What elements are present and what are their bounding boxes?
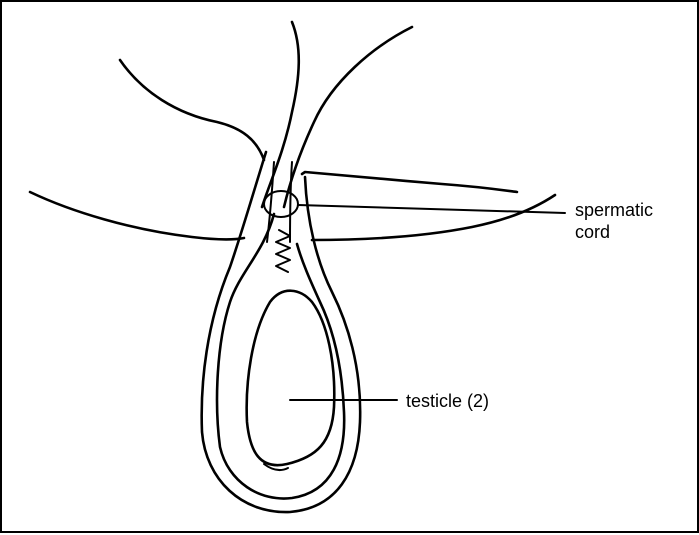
spermatic-cord-marker-circle [264, 191, 298, 217]
upper-left-body-contour [120, 60, 264, 160]
spermatic-cord-label-line2: cord [575, 221, 653, 243]
spermatic-cord-line-left [267, 162, 274, 242]
testicle-outline [247, 291, 335, 465]
spermatic-cord-label: spermatic cord [575, 199, 653, 243]
spermatic-cord-coil [276, 230, 290, 272]
spermatic-cord-line-right [290, 162, 292, 242]
penis-left-contour [262, 22, 299, 207]
upper-right-body-contour [302, 172, 517, 192]
spermatic-cord-label-line1: spermatic [575, 199, 653, 221]
testicle-label: testicle (2) [406, 390, 489, 412]
right-thigh-contour [312, 195, 555, 240]
left-thigh-contour [30, 192, 244, 239]
spermatic-cord-leader-line [298, 205, 565, 213]
